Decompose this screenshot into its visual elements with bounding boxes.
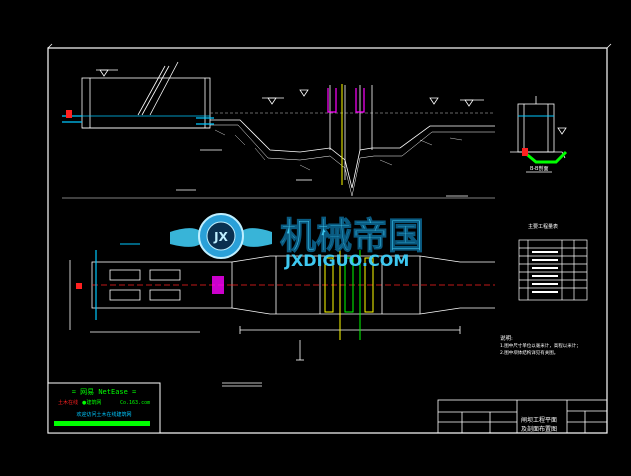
stamp-line3: 欢迎访问土木在线建筑网 [76, 411, 131, 418]
section-b-b-label: B-B剖面 [530, 165, 549, 172]
notes-heading: 说明: [500, 334, 513, 342]
stamp-title: = 网易 NetEase = [72, 388, 137, 396]
netease-stamp: = 网易 NetEase = 土木在线 ●建筑网 Co.163.com 欢迎访问… [47, 382, 161, 434]
stamp-line2-right: Co.163.com [120, 400, 150, 406]
notes-line-2: 2.图中坝体结构详见有关图。 [500, 349, 558, 356]
title-block-name-1: 闸坝工程平面 [521, 416, 557, 424]
stamp-line2-left: 土木在线 [58, 399, 78, 406]
drawing-border [47, 43, 612, 434]
stamp-line2-mid: ●建筑网 [82, 399, 101, 406]
watermark-title: 机械帝国 [280, 216, 424, 257]
section-b-b-color [518, 115, 568, 164]
section-b-b [510, 96, 567, 173]
watermark-url: JXDIGUO.COM [284, 251, 409, 270]
title-block-name-2: 及剖面布置图 [521, 425, 557, 433]
notes-line-1: 1.图中尺寸单位以毫米计，高程以米计； [500, 342, 581, 349]
gate-elements-upper [62, 84, 365, 185]
watermark-emblem-text: JX [213, 230, 228, 244]
longitudinal-section [62, 61, 495, 199]
plan-view [69, 255, 495, 387]
title-block [437, 399, 608, 434]
watermark-emblem: JX [170, 213, 272, 259]
quantity-table [518, 239, 588, 301]
quantity-table-title: 主要工程量表 [528, 223, 558, 230]
gate-elements-plan [76, 243, 374, 340]
